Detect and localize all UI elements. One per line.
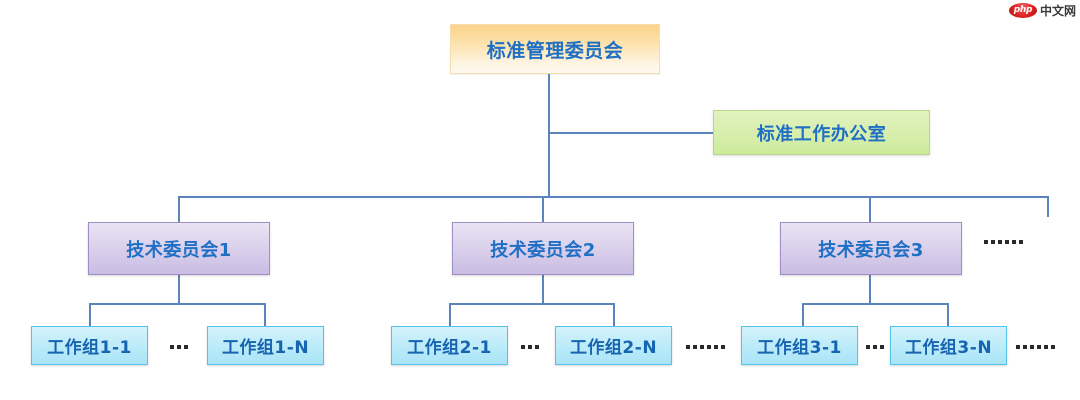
- connector-committee-bus: [178, 196, 1049, 198]
- connector-to-workgroup-2-1: [449, 303, 451, 327]
- ellipsis-dot: [984, 240, 988, 244]
- ellipsis-dot: [1012, 240, 1016, 244]
- php-logo-icon: php: [1008, 3, 1037, 18]
- ellipsis-dot: [1005, 240, 1009, 244]
- connector-root-to-office: [548, 132, 713, 134]
- connector-to-workgroup-2-N: [613, 303, 615, 327]
- ellipsis-dot: [1019, 240, 1023, 244]
- ellipsis-dot: [521, 345, 525, 349]
- workgroup-separator-1: [170, 345, 188, 349]
- ellipsis-dot: [714, 345, 718, 349]
- ellipsis-dot: [1037, 345, 1041, 349]
- ellipsis-dot: [700, 345, 704, 349]
- ellipsis-dot: [528, 345, 532, 349]
- ellipsis-dot: [1030, 345, 1034, 349]
- ellipsis-dot: [880, 345, 884, 349]
- connector-bus-to-committee-1: [178, 196, 180, 222]
- connector-bus-right-stub: [1047, 196, 1049, 217]
- ellipsis-dot: [1023, 345, 1027, 349]
- ellipsis-dot: [535, 345, 539, 349]
- ellipsis-dot: [998, 240, 1002, 244]
- ellipsis-dot: [991, 240, 995, 244]
- connector-root-stem: [548, 74, 550, 198]
- connector-to-workgroup-1-1: [89, 303, 91, 327]
- ellipsis-dot: [686, 345, 690, 349]
- workgroup-trailing-ellipsis-2: [686, 345, 725, 349]
- node-workgroup-1-1[interactable]: 工作组1-1: [31, 326, 148, 365]
- workgroup-trailing-ellipsis-3: [1016, 345, 1055, 349]
- connector-workgroup-bus-3: [802, 303, 949, 305]
- node-technical-committee-3[interactable]: 技术委员会3: [780, 222, 962, 275]
- ellipsis-dot: [177, 345, 181, 349]
- committee-ellipsis: [984, 240, 1023, 244]
- connector-bus-to-committee-2: [542, 196, 544, 222]
- ellipsis-dot: [184, 345, 188, 349]
- watermark: php 中文网: [1008, 2, 1076, 19]
- watermark-text: 中文网: [1039, 4, 1076, 18]
- node-technical-committee-1[interactable]: 技术委员会1: [88, 222, 270, 275]
- node-workgroup-2-N[interactable]: 工作组2-N: [555, 326, 672, 365]
- workgroup-separator-3: [866, 345, 884, 349]
- connector-to-workgroup-3-1: [802, 303, 804, 327]
- node-workgroup-3-N[interactable]: 工作组3-N: [890, 326, 1007, 365]
- node-standards-work-office[interactable]: 标准工作办公室: [713, 110, 930, 155]
- connector-workgroup-bus-2: [449, 303, 615, 305]
- ellipsis-dot: [873, 345, 877, 349]
- node-technical-committee-2[interactable]: 技术委员会2: [452, 222, 634, 275]
- connector-workgroup-bus-1: [89, 303, 266, 305]
- connector-committee-3-stem: [869, 275, 871, 304]
- node-workgroup-2-1[interactable]: 工作组2-1: [391, 326, 508, 365]
- ellipsis-dot: [866, 345, 870, 349]
- workgroup-separator-2: [521, 345, 539, 349]
- ellipsis-dot: [721, 345, 725, 349]
- ellipsis-dot: [1051, 345, 1055, 349]
- connector-committee-2-stem: [542, 275, 544, 304]
- connector-to-workgroup-1-N: [264, 303, 266, 327]
- node-workgroup-1-N[interactable]: 工作组1-N: [207, 326, 324, 365]
- ellipsis-dot: [693, 345, 697, 349]
- connector-to-workgroup-3-N: [947, 303, 949, 327]
- ellipsis-dot: [1016, 345, 1020, 349]
- ellipsis-dot: [170, 345, 174, 349]
- ellipsis-dot: [707, 345, 711, 349]
- node-standards-management-committee[interactable]: 标准管理委员会: [450, 24, 660, 74]
- node-workgroup-3-1[interactable]: 工作组3-1: [741, 326, 858, 365]
- connector-bus-to-committee-3: [869, 196, 871, 222]
- ellipsis-dot: [1044, 345, 1048, 349]
- connector-committee-1-stem: [178, 275, 180, 304]
